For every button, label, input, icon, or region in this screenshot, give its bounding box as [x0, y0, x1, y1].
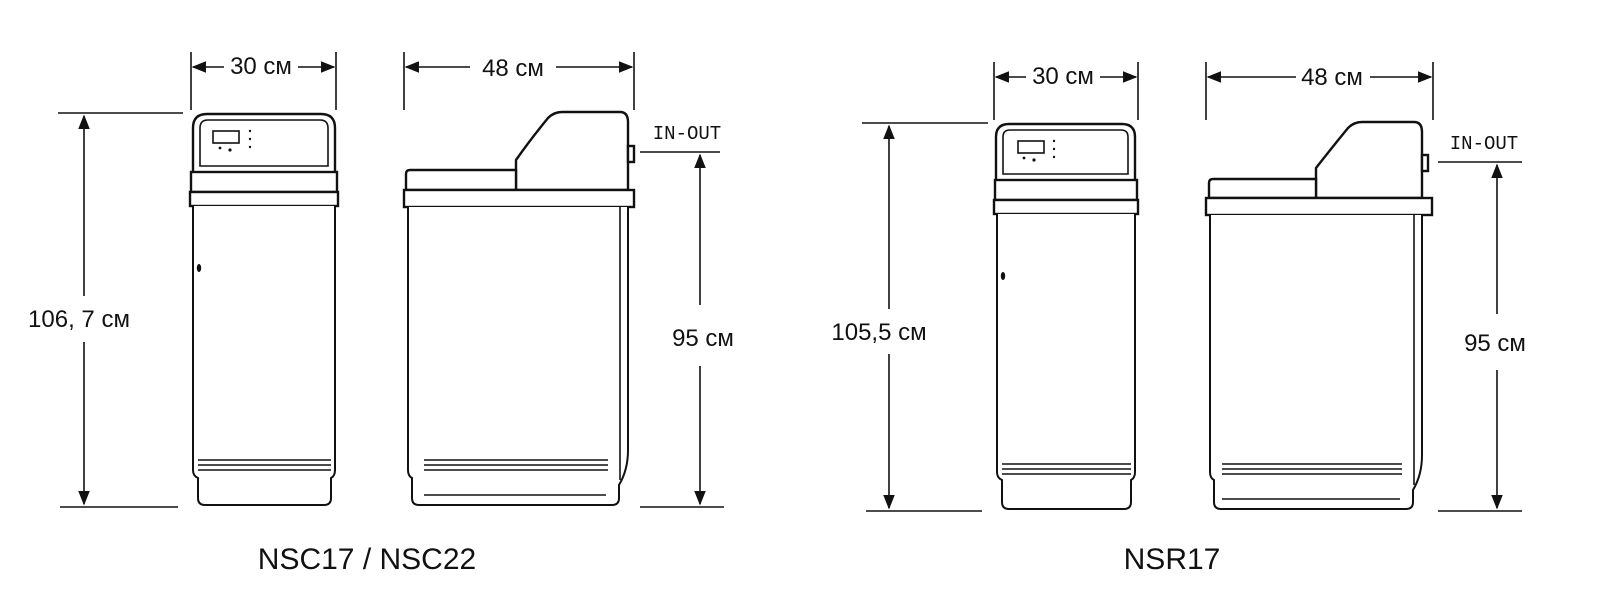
total-height-dimension: 105,5 см — [831, 122, 988, 512]
inout-height-label: 95 см — [672, 325, 734, 352]
total-height-label: 106, 7 см — [28, 306, 130, 333]
front-width-label: 30 см — [230, 53, 292, 80]
total-height-dimension: 106, 7 см — [28, 112, 183, 508]
side-depth-dimension: 48 см — [403, 52, 635, 110]
inout-label: IN-OUT — [653, 123, 721, 145]
model-nsr-group: 30 см 48 см 105,5 см 95 см IN-OUT — [831, 62, 1526, 576]
inout-height-label: 95 см — [1464, 330, 1526, 357]
front-width-dimension: 30 см — [993, 62, 1139, 120]
side-view-softener — [402, 110, 636, 506]
display-icon — [212, 130, 240, 144]
front-view-softener — [188, 112, 340, 506]
front-view-softener — [992, 122, 1140, 510]
side-depth-label: 48 см — [482, 55, 544, 82]
side-view-softener — [1204, 120, 1434, 510]
side-depth-label: 48 см — [1301, 64, 1363, 91]
inout-height-dimension: 95 см IN-OUT — [640, 123, 734, 508]
front-width-label: 30 см — [1032, 63, 1094, 90]
model-caption: NSC17 / NSC22 — [258, 543, 476, 576]
display-icon — [1017, 140, 1045, 154]
front-width-dimension: 30 см — [190, 52, 337, 110]
inout-height-dimension: 95 см IN-OUT — [1438, 133, 1526, 512]
model-caption: NSR17 — [1124, 543, 1221, 576]
total-height-label: 105,5 см — [831, 319, 926, 346]
inout-label: IN-OUT — [1450, 133, 1518, 155]
side-depth-dimension: 48 см — [1205, 62, 1434, 120]
model-nsc-group: 30 см 48 см 106, 7 см 95 см IN-OUT — [28, 52, 734, 576]
